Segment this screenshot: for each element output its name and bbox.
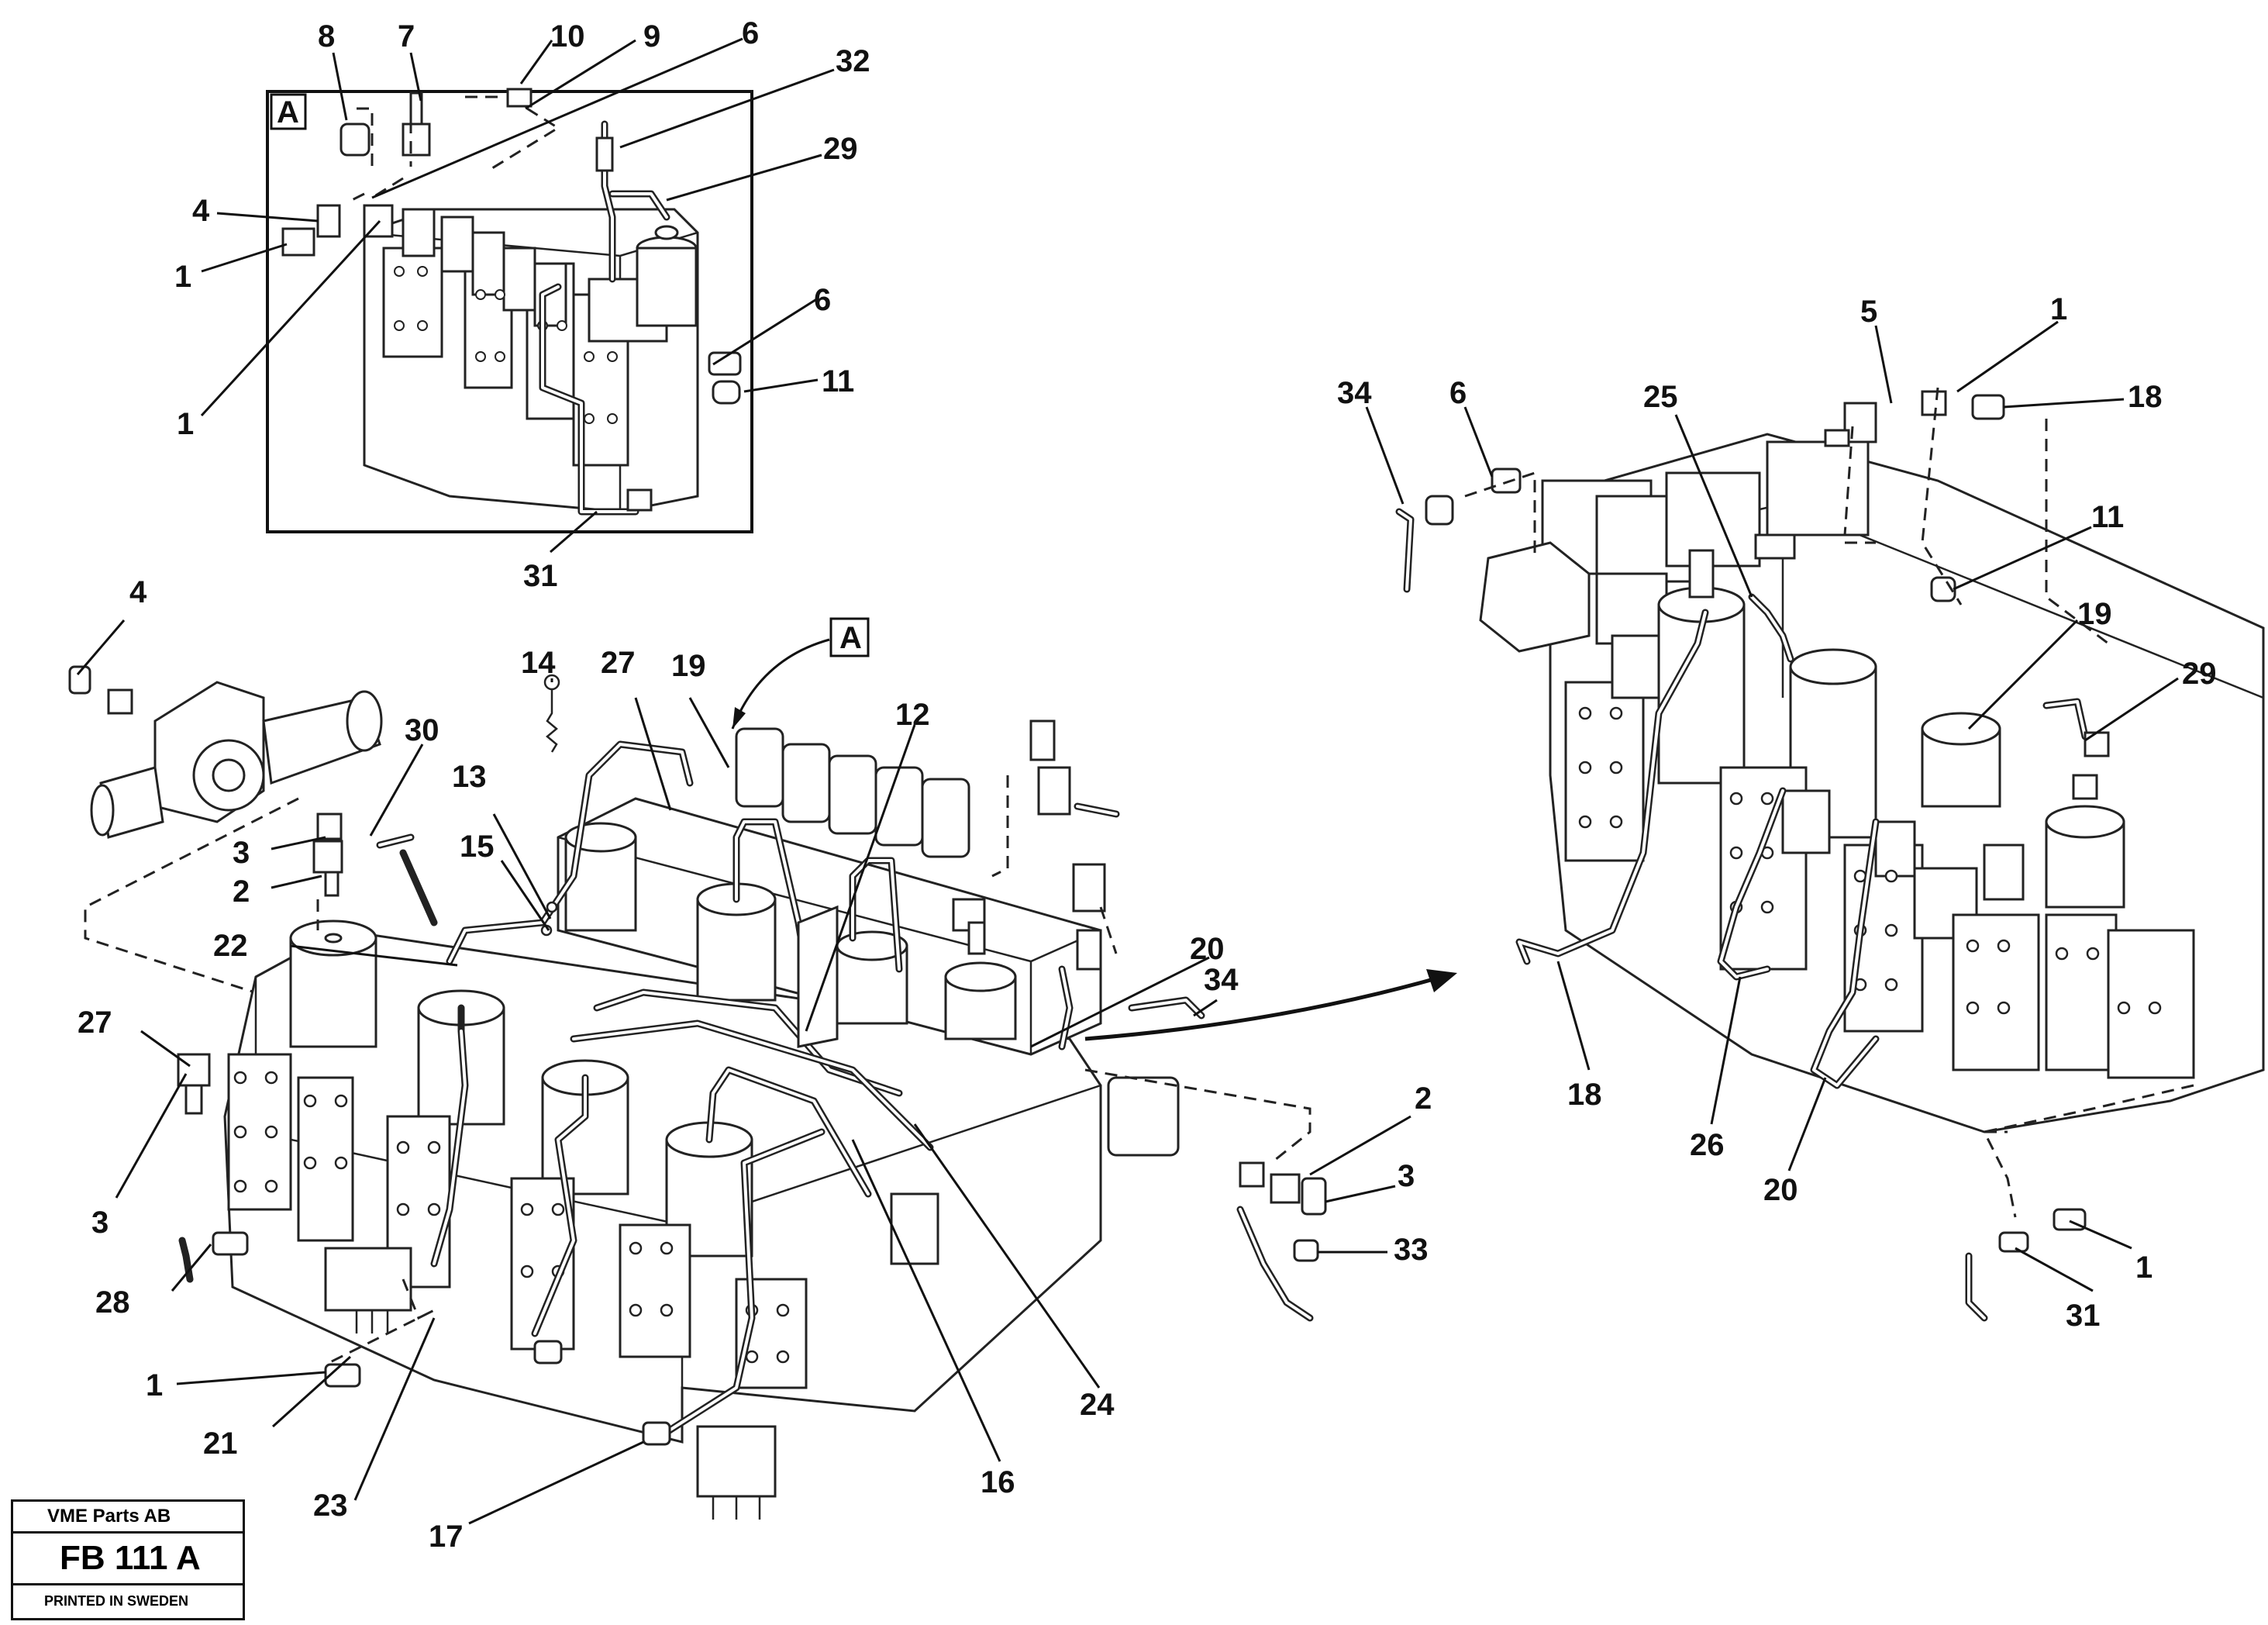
label-34-right: 34 bbox=[1337, 376, 1372, 410]
label-31-right: 31 bbox=[2066, 1299, 2101, 1333]
label-11-right: 11 bbox=[2091, 500, 2124, 534]
label-29: 29 bbox=[823, 132, 858, 166]
label-31: 31 bbox=[523, 559, 558, 593]
label-3-main: 3 bbox=[233, 836, 250, 870]
label-6-right: 6 bbox=[1449, 376, 1467, 410]
label-1-main: 1 bbox=[146, 1368, 163, 1402]
label-7: 7 bbox=[398, 19, 415, 53]
label-5: 5 bbox=[1860, 295, 1877, 329]
label-26: 26 bbox=[1690, 1128, 1725, 1162]
label-32: 32 bbox=[836, 44, 870, 78]
label-29-right: 29 bbox=[2182, 657, 2217, 691]
label-1-right-bottom: 1 bbox=[2135, 1251, 2153, 1285]
detail-a-label: A bbox=[277, 95, 299, 129]
label-12: 12 bbox=[895, 698, 930, 732]
label-20-main: 20 bbox=[1190, 932, 1225, 966]
label-10: 10 bbox=[550, 19, 585, 53]
label-9: 9 bbox=[643, 19, 660, 53]
label-21: 21 bbox=[203, 1427, 238, 1461]
main-valve-assembly: A bbox=[68, 575, 1457, 1554]
label-28: 28 bbox=[95, 1285, 130, 1320]
label-2-right: 2 bbox=[1415, 1082, 1432, 1116]
label-22: 22 bbox=[213, 929, 248, 963]
parts-stamp: VME Parts AB FB 111 A PRINTED IN SWEDEN bbox=[11, 1499, 245, 1620]
label-15: 15 bbox=[460, 830, 495, 864]
label-25: 25 bbox=[1643, 380, 1678, 414]
label-19-main: 19 bbox=[671, 649, 706, 683]
label-27-left: 27 bbox=[78, 1006, 112, 1040]
label-1-right-top: 1 bbox=[2050, 292, 2067, 326]
label-27-top: 27 bbox=[601, 646, 636, 680]
detail-view-a: A bbox=[174, 16, 870, 593]
label-18-right: 18 bbox=[1567, 1078, 1602, 1112]
label-6-b: 6 bbox=[814, 283, 831, 317]
label-1-b: 1 bbox=[177, 407, 194, 441]
stamp-printed: PRINTED IN SWEDEN bbox=[44, 1593, 189, 1609]
label-18-right-top: 18 bbox=[2128, 380, 2163, 414]
label-33: 33 bbox=[1394, 1233, 1429, 1267]
label-4: 4 bbox=[192, 194, 210, 228]
label-3-left: 3 bbox=[91, 1206, 109, 1240]
label-14: 14 bbox=[521, 646, 556, 680]
stamp-code: FB 111 A bbox=[13, 1534, 243, 1585]
label-17: 17 bbox=[429, 1520, 464, 1554]
callout-a-label: A bbox=[839, 621, 862, 655]
label-16: 16 bbox=[981, 1465, 1015, 1499]
label-30: 30 bbox=[405, 713, 439, 747]
label-3-right: 3 bbox=[1398, 1159, 1415, 1193]
label-4-main: 4 bbox=[129, 575, 147, 609]
label-13: 13 bbox=[452, 760, 487, 794]
label-2-main: 2 bbox=[233, 875, 250, 909]
label-23: 23 bbox=[313, 1489, 348, 1523]
label-8: 8 bbox=[318, 19, 335, 53]
label-1-a: 1 bbox=[174, 260, 191, 294]
label-11: 11 bbox=[822, 364, 854, 398]
label-24: 24 bbox=[1080, 1388, 1115, 1422]
label-34-main: 34 bbox=[1204, 963, 1239, 997]
right-rotated-view: 34 6 25 5 1 18 11 19 29 18 26 20 1 31 bbox=[1337, 292, 2265, 1333]
label-20-right: 20 bbox=[1763, 1173, 1798, 1207]
label-6: 6 bbox=[742, 16, 759, 50]
label-19-right: 19 bbox=[2077, 597, 2112, 631]
stamp-company: VME Parts AB bbox=[13, 1502, 243, 1534]
